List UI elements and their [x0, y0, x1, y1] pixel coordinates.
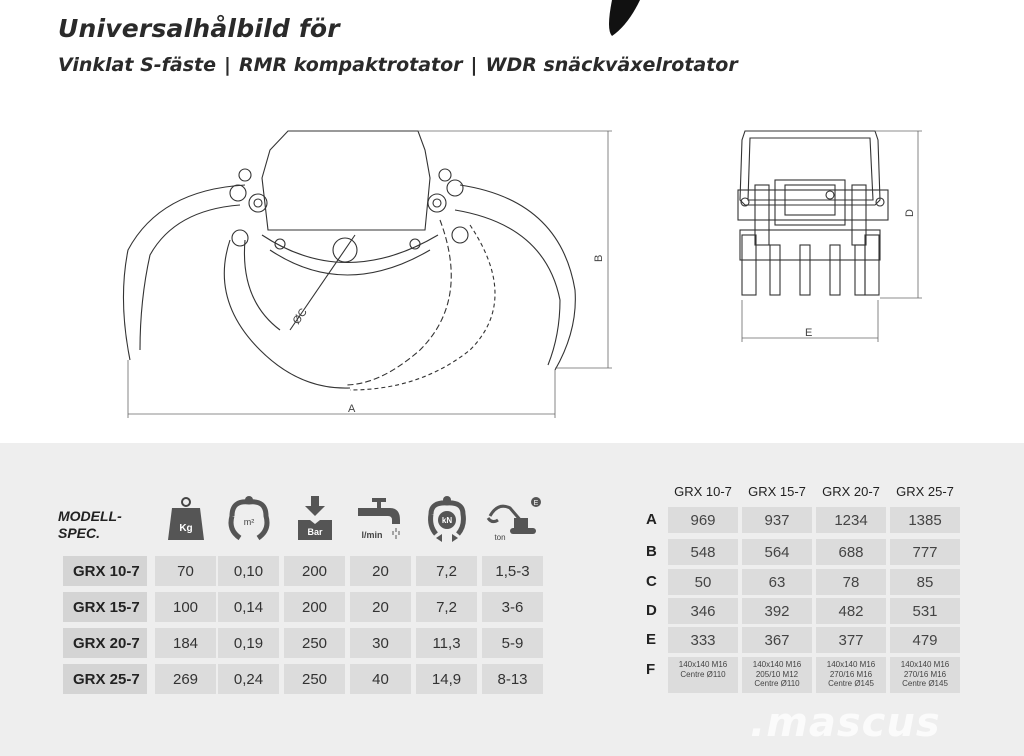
dims-row-letter: F	[646, 661, 656, 678]
dims-cell: 140x140 M16 Centre Ø110	[668, 657, 738, 693]
dims-cell: 346	[668, 598, 738, 624]
spec-row-model: GRX 25-7	[63, 664, 147, 694]
watermark: .mascus	[750, 700, 941, 746]
spec-row-model: GRX 10-7	[63, 556, 147, 586]
force-icon: kN	[416, 494, 478, 544]
dims-column-header: GRX 10-7	[674, 484, 732, 499]
dimension-lines	[127, 130, 612, 418]
dims-cell: 1385	[890, 507, 960, 533]
svg-text:E: E	[534, 500, 539, 507]
dims-cell: 140x140 M16 270/16 M16 Centre Ø145	[816, 657, 886, 693]
technical-drawing: A B ØC E D	[122, 0, 922, 418]
dims-cell: 531	[890, 598, 960, 624]
front-dimension-lines	[741, 130, 922, 342]
spec-cell: 20	[350, 592, 411, 622]
dims-cell: 1234	[816, 507, 886, 533]
dims-row-letter: C	[646, 573, 657, 590]
spec-cell: 0,24	[218, 664, 279, 694]
spec-cell: 7,2	[416, 592, 477, 622]
spec-cell: 0,10	[218, 556, 279, 586]
dim-label-a: A	[348, 403, 356, 415]
spec-cell: 184	[155, 628, 216, 658]
weight-icon-label: Kg	[179, 523, 192, 534]
excavator-icon-label: ton	[494, 533, 505, 542]
spec-cell: 20	[350, 556, 411, 586]
subtitle-part-1: Vinklat S-fäste	[58, 54, 217, 76]
dims-cell: 392	[742, 598, 812, 624]
subtitle-separator: |	[224, 54, 231, 76]
flow-icon: l/min	[350, 494, 412, 544]
spec-cell: 250	[284, 664, 345, 694]
grapple-side-view	[122, 130, 576, 391]
spec-cell: 3-6	[482, 592, 543, 622]
subtitle-part-3: WDR snäckväxelrotator	[485, 54, 738, 76]
spec-cell: 200	[284, 556, 345, 586]
spec-cell: 100	[155, 592, 216, 622]
dim-label-c: ØC	[291, 306, 310, 326]
drawing-area	[0, 0, 1024, 443]
weight-icon: Kg	[155, 494, 217, 544]
dims-cell: 548	[668, 539, 738, 565]
spec-heading: MODELL-SPEC.	[58, 508, 148, 542]
dims-cell: 63	[742, 569, 812, 595]
spec-cell: 8-13	[482, 664, 543, 694]
excavator-icon: E ton	[482, 494, 544, 544]
force-icon-label: kN	[442, 516, 452, 525]
spec-row-model: GRX 15-7	[63, 592, 147, 622]
grapple-front-view	[737, 130, 889, 296]
dims-row-letter: E	[646, 631, 657, 648]
opening-icon: m²	[218, 494, 280, 544]
spec-cell: 269	[155, 664, 216, 694]
spec-cell: 0,19	[218, 628, 279, 658]
page-title: Universalhålbild för	[58, 14, 340, 43]
spec-heading-line: MODELL-	[58, 508, 122, 524]
dims-row-letter: B	[646, 543, 657, 560]
page-subtitle: Vinklat S-fäste | RMR kompaktrotator | WDR s…	[58, 54, 738, 76]
spec-cell: 250	[284, 628, 345, 658]
dims-cell: 377	[816, 627, 886, 653]
dim-label-d: D	[904, 209, 916, 217]
dim-label-b: B	[593, 255, 605, 262]
dims-cell: 140x140 M16 205/10 M12 Centre Ø110	[742, 657, 812, 693]
spec-row-model: GRX 20-7	[63, 628, 147, 658]
dims-cell: 85	[890, 569, 960, 595]
dims-cell: 333	[668, 627, 738, 653]
dims-cell: 479	[890, 627, 960, 653]
dims-cell: 482	[816, 598, 886, 624]
spec-cell: 14,9	[416, 664, 477, 694]
spec-cell: 40	[350, 664, 411, 694]
opening-icon-label: m²	[244, 517, 255, 527]
subtitle-separator: |	[470, 54, 478, 76]
pressure-icon-label: Bar	[307, 527, 323, 537]
spec-heading-text: MODELL-SPEC.	[58, 508, 122, 541]
dims-column-header: GRX 20-7	[822, 484, 880, 499]
dims-column-header: GRX 15-7	[748, 484, 806, 499]
dims-cell: 969	[668, 507, 738, 533]
dims-cell: 140x140 M16 270/16 M16 Centre Ø145	[890, 657, 960, 693]
spec-heading-line: SPEC.	[58, 525, 101, 541]
spec-cell: 11,3	[416, 628, 477, 658]
spec-cell: 0,14	[218, 592, 279, 622]
dims-row-letter: D	[646, 602, 657, 619]
pressure-icon: Bar	[284, 494, 346, 544]
dims-cell: 50	[668, 569, 738, 595]
dims-cell: 564	[742, 539, 812, 565]
dims-row-letter: A	[646, 511, 657, 528]
dims-cell: 367	[742, 627, 812, 653]
flow-icon-label: l/min	[361, 530, 382, 540]
decorative-swoosh	[609, 0, 640, 36]
subtitle-part-2: RMR kompaktrotator	[238, 54, 463, 76]
dims-cell: 937	[742, 507, 812, 533]
dims-cell: 78	[816, 569, 886, 595]
spec-cell: 70	[155, 556, 216, 586]
spec-cell: 5-9	[482, 628, 543, 658]
spec-cell: 7,2	[416, 556, 477, 586]
dim-label-e: E	[805, 327, 812, 339]
spec-cell: 200	[284, 592, 345, 622]
spec-cell: 30	[350, 628, 411, 658]
dims-cell: 777	[890, 539, 960, 565]
dims-column-header: GRX 25-7	[896, 484, 954, 499]
spec-cell: 1,5-3	[482, 556, 543, 586]
dims-cell: 688	[816, 539, 886, 565]
